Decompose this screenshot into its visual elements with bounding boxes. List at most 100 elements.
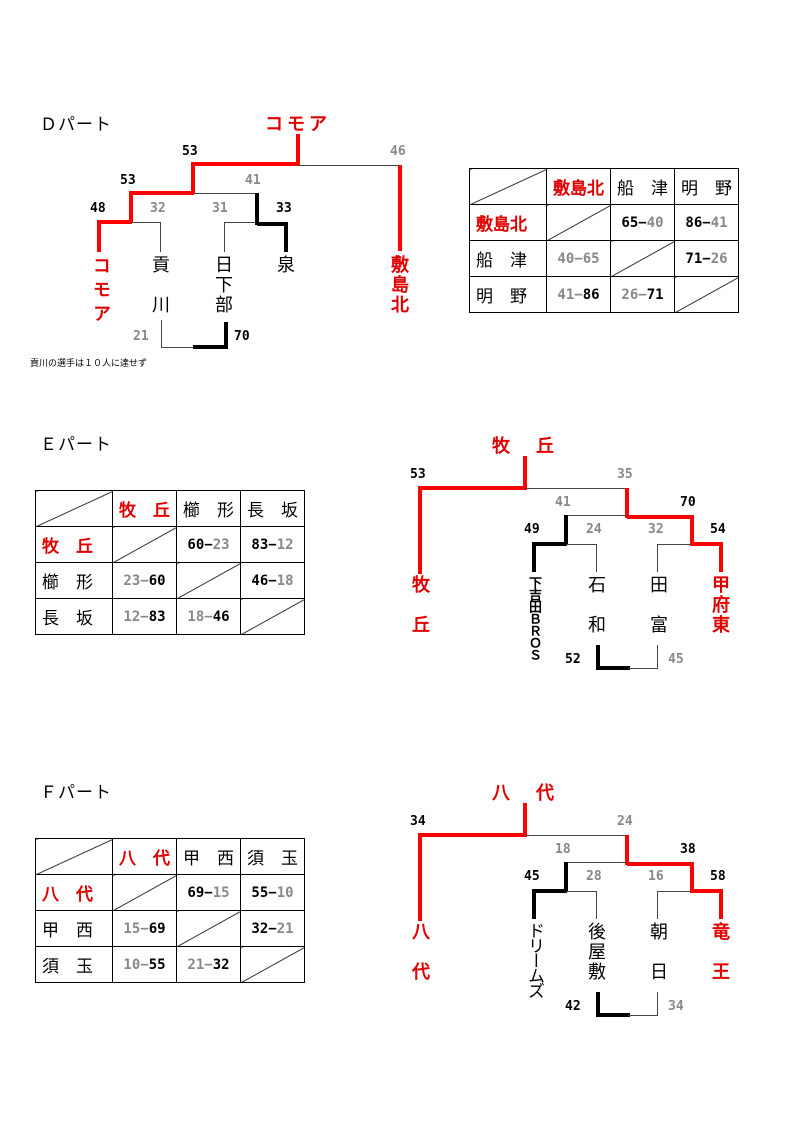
d-league-table: 敷島北 船 津 明 野 敷島北 65−40 86−41 船 津 40−65 71… — [469, 168, 739, 313]
e-table-cell: 46−18 — [240, 562, 305, 599]
e-score-final-right: 35 — [617, 467, 633, 482]
f-table-cell: 15−69 — [112, 910, 177, 947]
f-score-q1-right: 28 — [586, 869, 602, 884]
f-table-cell: 10−55 — [112, 946, 177, 983]
f-table-cell: 55−10 — [240, 874, 305, 911]
e-score-q2-left: 32 — [648, 522, 664, 537]
e-score-sub-left: 52 — [565, 652, 581, 667]
e-table-header: 長 坂 — [240, 490, 305, 527]
d-score-q1-left: 48 — [90, 201, 106, 216]
e-table-cell: 18−46 — [176, 598, 241, 635]
f-table-cell — [176, 910, 241, 947]
d-table-cell: 65−40 — [610, 204, 675, 241]
d-table-cell: 40−65 — [546, 240, 611, 277]
e-table-cell: 83−12 — [240, 526, 305, 563]
f-score-semi-right: 38 — [680, 842, 696, 857]
d-score-sub-left: 21 — [133, 329, 149, 344]
e-score-q1-left: 49 — [524, 522, 540, 537]
e-team-isawa: 石 和 — [588, 575, 606, 636]
d-score-q1-right: 32 — [150, 201, 166, 216]
f-champion: 八 代 — [492, 783, 558, 804]
d-table-cell: 26−71 — [610, 276, 675, 313]
f-part-title: Ｆパート — [40, 783, 112, 803]
e-table-row-team: 長 坂 — [35, 598, 113, 635]
e-score-semi-left: 41 — [555, 495, 571, 510]
d-table-row-team: 船 津 — [469, 240, 547, 277]
d-table-cell: 86−41 — [674, 204, 739, 241]
f-table-row-team: 八 代 — [35, 874, 113, 911]
f-table-cell: 21−32 — [176, 946, 241, 983]
d-table-cell: 71−26 — [674, 240, 739, 277]
f-table-cell — [112, 874, 177, 911]
d-table-corner — [469, 168, 547, 205]
d-score-sub-right: 70 — [234, 329, 250, 344]
d-table-header: 明 野 — [674, 168, 739, 205]
f-league-table: 八 代 甲 西 須 玉 八 代 69−15 55−10 甲 西 15−69 32… — [35, 838, 305, 983]
e-table-cell: 23−60 — [112, 562, 177, 599]
f-table-header: 須 玉 — [240, 838, 305, 875]
d-table-row-team: 敷島北 — [469, 204, 547, 241]
e-table-cell — [240, 598, 305, 635]
f-team-ryuo: 竜 王 — [712, 922, 730, 983]
d-table-row-team: 明 野 — [469, 276, 547, 313]
f-table-cell — [240, 946, 305, 983]
d-part-title: Ｄパート — [40, 115, 112, 135]
e-part-title: Ｅパート — [40, 435, 112, 455]
d-table-cell — [546, 204, 611, 241]
e-table-cell — [112, 526, 177, 563]
d-team-kusakabe: 日 下 部 — [215, 255, 233, 316]
d-team-komoa: コモア — [90, 256, 111, 328]
e-score-final-left: 53 — [410, 467, 426, 482]
e-table-header: 牧 丘 — [112, 490, 177, 527]
f-team-goyashiki: 後 屋 敷 — [588, 922, 606, 983]
e-table-cell: 60−23 — [176, 526, 241, 563]
e-table-corner — [35, 490, 113, 527]
d-team-kugawa: 貢 川 — [152, 255, 170, 316]
d-table-cell — [674, 276, 739, 313]
f-score-semi-left: 18 — [555, 842, 571, 857]
f-score-sub-left: 42 — [565, 999, 581, 1014]
f-team-yatsushiro: 八 代 — [412, 922, 430, 983]
e-table-cell — [176, 562, 241, 599]
d-score-final-left: 53 — [182, 144, 198, 159]
f-team-asahi: 朝 日 — [650, 922, 668, 983]
d-team-izumi: 泉 — [277, 255, 295, 276]
e-team-shimoyoshida-bros: 下吉田ＢＲＯＳ — [526, 576, 541, 660]
e-table-header: 櫛 形 — [176, 490, 241, 527]
f-score-final-left: 34 — [410, 814, 426, 829]
f-table-corner — [35, 838, 113, 875]
d-table-cell — [610, 240, 675, 277]
d-table-cell: 41−86 — [546, 276, 611, 313]
e-table-row-team: 櫛 形 — [35, 562, 113, 599]
e-champion: 牧 丘 — [492, 436, 558, 457]
e-table-cell: 12−83 — [112, 598, 177, 635]
f-score-q1-left: 45 — [524, 869, 540, 884]
f-score-q2-right: 58 — [710, 869, 726, 884]
f-score-q2-left: 16 — [648, 869, 664, 884]
f-table-row-team: 須 玉 — [35, 946, 113, 983]
d-score-semi-left: 53 — [120, 173, 136, 188]
f-table-cell: 69−15 — [176, 874, 241, 911]
e-league-table: 牧 丘 櫛 形 長 坂 牧 丘 60−23 83−12 櫛 形 23−60 46… — [35, 490, 305, 635]
d-champion: コモア — [265, 114, 331, 135]
d-table-header: 敷島北 — [546, 168, 611, 205]
d-score-q2-left: 31 — [212, 201, 228, 216]
e-score-sub-right: 45 — [668, 652, 684, 667]
f-score-sub-right: 34 — [668, 999, 684, 1014]
d-team-shikishimakita: 敷 島 北 — [391, 255, 409, 316]
e-score-q1-right: 24 — [586, 522, 602, 537]
f-team-dreams: ドリームズ — [524, 922, 544, 997]
f-table-header: 甲 西 — [176, 838, 241, 875]
d-table-header: 船 津 — [610, 168, 675, 205]
e-score-semi-right: 70 — [680, 495, 696, 510]
d-score-q2-right: 33 — [276, 201, 292, 216]
d-score-final-right: 46 — [390, 144, 406, 159]
e-score-q2-right: 54 — [710, 522, 726, 537]
e-team-kofuhigashi: 甲 府 東 — [712, 575, 730, 636]
f-table-row-team: 甲 西 — [35, 910, 113, 947]
f-table-cell: 32−21 — [240, 910, 305, 947]
f-score-final-right: 24 — [617, 814, 633, 829]
f-table-header: 八 代 — [112, 838, 177, 875]
d-score-semi-right: 41 — [245, 173, 261, 188]
d-note: 貢川の選手は１０人に達せず — [30, 359, 148, 369]
